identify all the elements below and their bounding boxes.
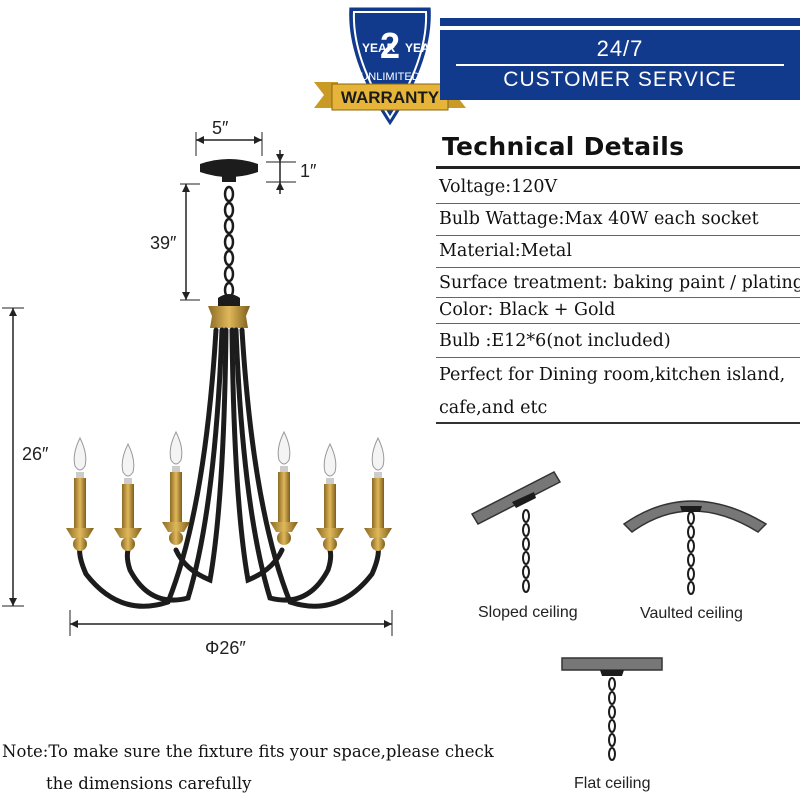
canopy-width-dimension [195,132,263,156]
sloped-ceiling-label: Sloped ceiling [478,604,578,621]
badge-number: 2 [380,25,400,66]
spec-usage-line1: Perfect for Dining room,kitchen island, [439,365,786,385]
banner-line-2: CUSTOMER SERVICE [503,68,737,91]
customer-service-banner: 24/7 CUSTOMER SERVICE [440,18,800,100]
badge-warranty: WARRANTY [341,88,440,107]
spec-voltage: Voltage:120V [436,172,800,204]
chain-length-label: 39″ [150,233,177,253]
spec-bulb: Bulb :E12*6(not included) [436,324,800,358]
chain [223,185,235,299]
chain-length-dimension [180,183,200,301]
canopy-width-label: 5″ [212,118,229,138]
spec-surface-treatment: Surface treatment: baking paint / platin… [436,268,800,298]
canopy-height-label: 1″ [300,161,317,181]
spec-usage-line2: cafe,and etc [436,392,800,424]
badge-shield [346,4,434,131]
diameter-dimension [69,610,393,636]
sloped-ceiling-illustration [470,471,562,593]
flat-ceiling-illustration [561,657,663,761]
chandelier-illustration [2,132,393,636]
body-height-label: 26″ [22,444,49,464]
candle-sockets [66,430,392,551]
spec-color: Color: Black + Gold [436,298,800,324]
warranty-badge: YEAR 2 YEAR UNLIMITED WARRANTY [314,4,466,131]
chandelier-arms [77,327,381,609]
canopy [200,159,258,177]
note-line-1: Note:To make sure the fixture fits your … [2,742,494,761]
badge-year-right: YEAR [405,41,439,55]
banner-mid-rule [456,64,784,66]
spec-material: Material:Metal [436,236,800,268]
body-height-dimension [2,307,24,607]
canopy-height-dimension [266,150,296,194]
diameter-label: Φ26″ [205,638,246,658]
flat-ceiling-label: Flat ceiling [574,775,651,792]
badge-unlimited: UNLIMITED [360,71,419,83]
spec-bulb-wattage: Bulb Wattage:Max 40W each socket [436,204,800,236]
vaulted-ceiling-illustration [622,500,768,595]
technical-title-rule [436,166,800,169]
banner-top-rule [440,26,800,30]
note-line-2: the dimensions carefully [46,774,252,793]
badge-year-left: YEAR [362,41,396,55]
gold-collar [208,306,250,328]
banner-line-1: 24/7 [596,36,644,61]
technical-details-title: Technical Details [442,132,685,161]
vaulted-ceiling-label: Vaulted ceiling [640,605,743,622]
